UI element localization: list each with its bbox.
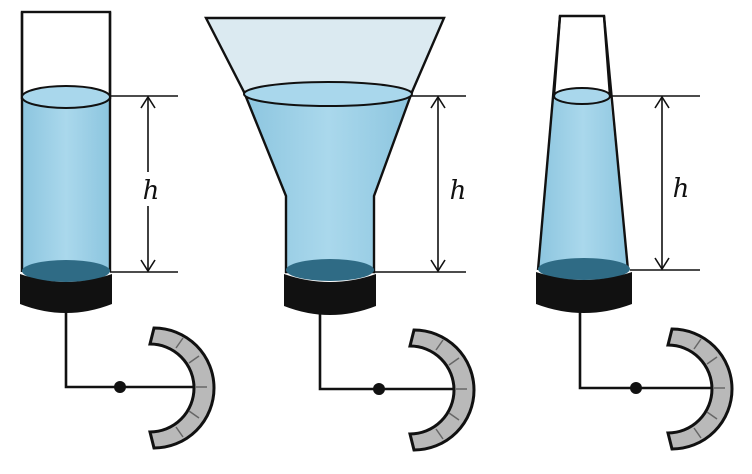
cylinder-height-label: h (143, 176, 160, 206)
cylinder-water-surface (21, 85, 111, 109)
cylinder-pipe (64, 312, 200, 389)
funnel-arrowhead-up (430, 95, 446, 109)
tapered-pipe-pivot (630, 382, 642, 394)
funnel-base (284, 274, 376, 315)
tapered-arrowhead-up (654, 95, 670, 109)
funnel-pressure-gauge (408, 328, 476, 452)
cylinder-base (20, 274, 112, 313)
tapered-water-surface (553, 87, 611, 105)
cylinder-arrowhead-up (140, 95, 156, 109)
funnel-pipe (318, 314, 462, 391)
funnel-pipe-pivot (373, 383, 385, 395)
tapered-left-wall (536, 15, 562, 271)
funnel-arrowhead-down (430, 259, 446, 273)
vessel-cylinder: h (20, 10, 216, 450)
tapered-arrowhead-down (654, 257, 670, 271)
funnel-height-label: h (450, 176, 467, 206)
tapered-pipe (578, 312, 722, 390)
cylinder-bottom-water (22, 260, 110, 282)
funnel-water-surface (243, 81, 413, 107)
tapered-pressure-gauge (666, 327, 734, 451)
tapered-height-label: h (673, 174, 690, 204)
tapered-water (538, 96, 628, 270)
cylinder-pressure-gauge (148, 326, 216, 450)
vessel-funnel: h (204, 16, 476, 452)
cylinder-water (22, 97, 110, 272)
tapered-base (536, 272, 632, 313)
funnel-empty-glass (204, 16, 446, 94)
funnel-water (242, 90, 414, 274)
funnel-bottom-water (286, 259, 374, 281)
cylinder-arrowhead-down (140, 259, 156, 273)
tapered-right-wall (602, 15, 630, 271)
tapered-empty-glass (552, 14, 612, 98)
cylinder-pipe-pivot (114, 381, 126, 393)
vessel-tapered: h (536, 14, 734, 451)
tapered-bottom-water (538, 258, 630, 280)
